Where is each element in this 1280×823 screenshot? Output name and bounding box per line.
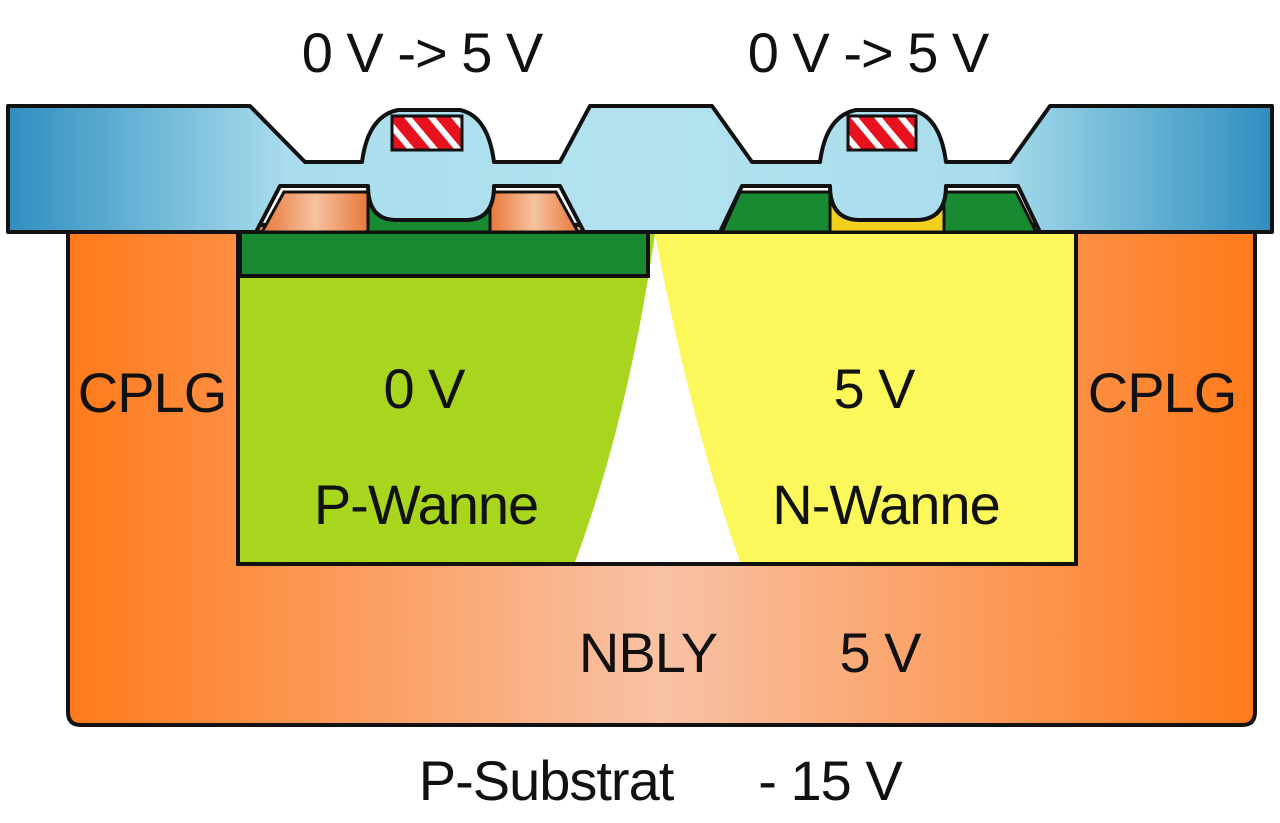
n-well-voltage-label: 5 V [833, 357, 916, 420]
substrate-voltage-label: - 15 V [758, 749, 903, 812]
p-well-region [240, 234, 655, 562]
n-well-region [655, 234, 1074, 562]
buried-layer-voltage-label: 5 V [839, 621, 922, 684]
substrate-name-label: P-Substrat [419, 749, 675, 812]
cplg-right-label: CPLG [1088, 361, 1237, 424]
p-well-diffusion-left [259, 190, 370, 234]
cplg-left-label: CPLG [78, 361, 227, 424]
oxide-layer [6, 104, 1274, 234]
gate-right-voltage-label: 0 V -> 5 V [748, 21, 990, 84]
gate-left-voltage-label: 0 V -> 5 V [302, 21, 544, 84]
p-well-voltage-label: 0 V [383, 357, 466, 420]
gate-right-icon [846, 114, 918, 152]
gate-left-icon [390, 114, 464, 152]
p-well-name-label: P-Wanne [314, 473, 538, 536]
buried-layer-name-label: NBLY [579, 621, 718, 684]
n-well-name-label: N-Wanne [772, 473, 999, 536]
p-well-active-band [238, 230, 650, 278]
